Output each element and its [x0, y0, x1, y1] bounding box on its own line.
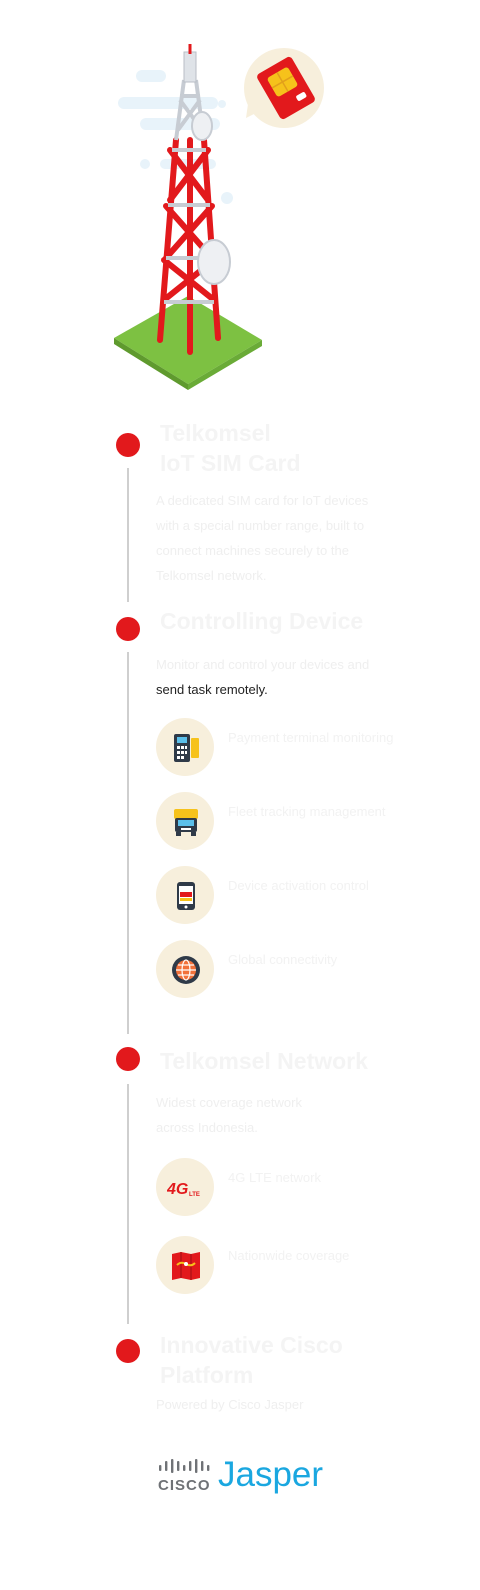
- feature-item: Global connectivity: [156, 940, 416, 1000]
- section-body-hidden-text: Monitor and control your devices and: [156, 657, 370, 672]
- feature-label: Nationwide coverage: [228, 1248, 350, 1263]
- feature-icon-circle: [156, 866, 214, 924]
- svg-text:LTE: LTE: [189, 1192, 200, 1198]
- section-body-visible-text: send task remotely.: [156, 682, 268, 697]
- feature-item: Nationwide coverage: [156, 1236, 416, 1296]
- section-body-iot-sim: A dedicated SIM card for IoT devices wit…: [156, 493, 369, 583]
- feature-item: Payment terminal monitoring: [156, 718, 416, 778]
- section-title-iot-sim: Telkomsel IoT SIM Card: [160, 420, 301, 476]
- timeline-line: [127, 1084, 129, 1324]
- globe-icon: [172, 956, 200, 984]
- feature-label: Fleet tracking management: [228, 804, 386, 819]
- feature-label: Payment terminal monitoring: [228, 730, 394, 745]
- 4g-lte-icon: 4G LTE: [167, 1181, 200, 1198]
- jasper-wordmark: Jasper: [218, 1455, 324, 1494]
- cisco-bars-icon: [159, 1459, 210, 1473]
- feature-icon-circle: [156, 940, 214, 998]
- feature-label: Device activation control: [228, 878, 369, 893]
- feature-icon-circle: [156, 718, 214, 776]
- timeline-line: [127, 468, 129, 602]
- timeline-dot: [116, 433, 140, 457]
- feature-icon-circle: [156, 792, 214, 850]
- feature-item: 4G LTE 4G LTE network: [156, 1158, 416, 1218]
- cisco-jasper-logo: CISCO Jasper: [158, 1455, 328, 1499]
- feature-item: Fleet tracking management: [156, 792, 416, 852]
- section-body-telkomsel-network: Widest coverage network across Indonesia…: [156, 1095, 302, 1135]
- timeline-dot: [116, 617, 140, 641]
- smartphone-icon: [177, 882, 195, 910]
- section-title-cisco-platform: Innovative Cisco Platform: [160, 1332, 343, 1388]
- feature-item: Device activation control: [156, 866, 416, 926]
- section-body-cisco-platform: Powered by Cisco Jasper: [156, 1397, 304, 1412]
- truck-icon: [174, 809, 198, 836]
- section-title-telkomsel-network: Telkomsel Network: [160, 1048, 368, 1074]
- cell-tower-illustration: [114, 44, 324, 390]
- timeline-dot: [116, 1339, 140, 1363]
- feature-icon-circle: [156, 1236, 214, 1294]
- feature-label: 4G LTE network: [228, 1170, 321, 1185]
- timeline-dot: [116, 1047, 140, 1071]
- feature-icon-circle: 4G LTE: [156, 1158, 214, 1216]
- svg-text:4G: 4G: [167, 1181, 188, 1198]
- feature-label: Global connectivity: [228, 952, 338, 967]
- section-body-controlling-device: Monitor and control your devices and sen…: [156, 652, 386, 702]
- timeline-line: [127, 652, 129, 1034]
- pos-terminal-icon: [174, 734, 199, 762]
- section-title-controlling-device: Controlling Device: [160, 608, 364, 634]
- map-icon: [172, 1252, 200, 1280]
- cisco-wordmark: CISCO: [158, 1477, 211, 1494]
